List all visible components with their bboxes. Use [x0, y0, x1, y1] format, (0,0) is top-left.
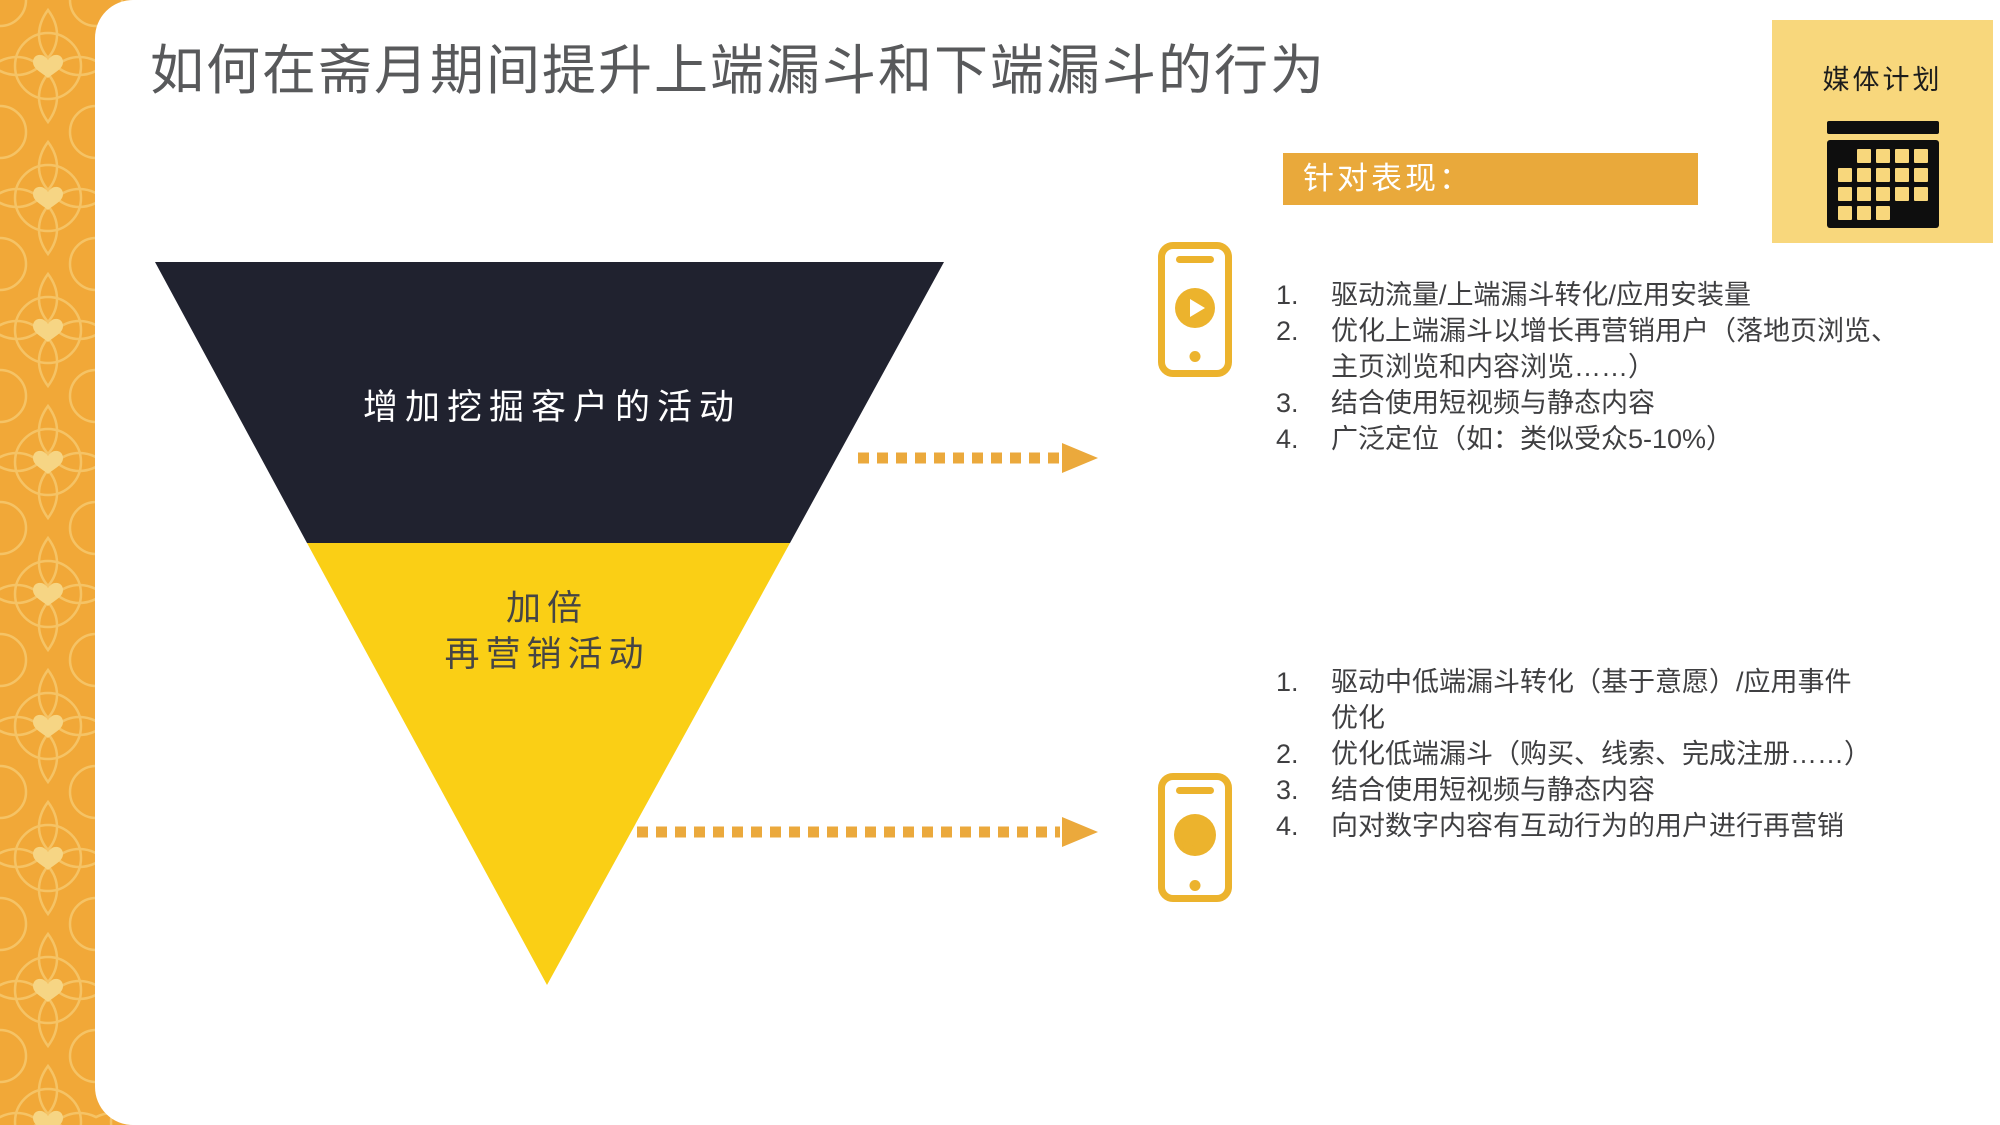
- calendar-icon: [1826, 121, 1939, 228]
- list-item-text: 广泛定位（如：类似受众5-10%）: [1331, 424, 1734, 454]
- list-item: 驱动流量/上端漏斗转化/应用安装量: [1276, 277, 2000, 313]
- phone-chat-icon: [1158, 773, 1232, 902]
- list-item-text: 驱动流量/上端漏斗转化/应用安装量: [1331, 280, 1752, 310]
- list-item: 结合使用短视频与静态内容: [1276, 772, 2000, 808]
- phone-speaker-bar: [1176, 256, 1214, 263]
- phone-video-icon: [1158, 242, 1232, 377]
- list-item-text: 结合使用短视频与静态内容: [1331, 775, 1655, 805]
- phone-speaker-bar: [1176, 787, 1214, 794]
- list-item-text: 优化低端漏斗（购买、线索、完成注册……）: [1331, 739, 1871, 769]
- list-item-text: 向对数字内容有互动行为的用户进行再营销: [1331, 811, 1844, 841]
- performance-header-label: 针对表现：: [1303, 161, 1473, 196]
- phone-home-dot: [1189, 880, 1201, 891]
- badge-label: 媒体计划: [1822, 65, 1943, 95]
- funnel-bottom-label-line2: 再营销活动: [444, 635, 650, 674]
- performance-header-bar: 针对表现：: [1283, 153, 1698, 205]
- lower-funnel-arrowhead: [1062, 817, 1098, 847]
- upper-funnel-list: 驱动流量/上端漏斗转化/应用安装量 优化上端漏斗以增长再营销用户（落地页浏览、 …: [1276, 277, 2000, 457]
- list-item: 结合使用短视频与静态内容: [1276, 385, 2000, 421]
- list-item: 驱动中低端漏斗转化（基于意愿）/应用事件 优化: [1276, 664, 2000, 736]
- lower-funnel-list: 驱动中低端漏斗转化（基于意愿）/应用事件 优化 优化低端漏斗（购买、线索、完成注…: [1276, 664, 2000, 844]
- list-item-text: 优化上端漏斗以增长再营销用户（落地页浏览、 主页浏览和内容浏览……）: [1331, 316, 1898, 382]
- funnel-bottom-label-line1: 加倍: [505, 589, 588, 628]
- calendar-icon-grid: [1826, 140, 1939, 228]
- list-item: 优化上端漏斗以增长再营销用户（落地页浏览、 主页浏览和内容浏览……）: [1276, 313, 2000, 385]
- list-item: 优化低端漏斗（购买、线索、完成注册……）: [1276, 736, 2000, 772]
- funnel-bottom-label: 加倍 再营销活动: [247, 586, 847, 678]
- media-plan-badge: 媒体计划: [1772, 20, 1993, 243]
- phone-home-dot: [1189, 351, 1201, 362]
- list-item-text: 驱动中低端漏斗转化（基于意愿）/应用事件 优化: [1331, 667, 1852, 733]
- list-item-text: 结合使用短视频与静态内容: [1331, 388, 1655, 418]
- page-title: 如何在斋月期间提升上端漏斗和下端漏斗的行为: [150, 41, 1326, 101]
- calendar-icon-topbar: [1826, 121, 1939, 134]
- list-item: 向对数字内容有互动行为的用户进行再营销: [1276, 808, 2000, 844]
- list-item: 广泛定位（如：类似受众5-10%）: [1276, 421, 2000, 457]
- funnel-top-label: 增加挖掘客户的活动: [362, 388, 741, 427]
- upper-funnel-arrowhead: [1062, 443, 1098, 473]
- play-icon: [1175, 288, 1215, 328]
- chat-bubble-icon: [1174, 814, 1216, 856]
